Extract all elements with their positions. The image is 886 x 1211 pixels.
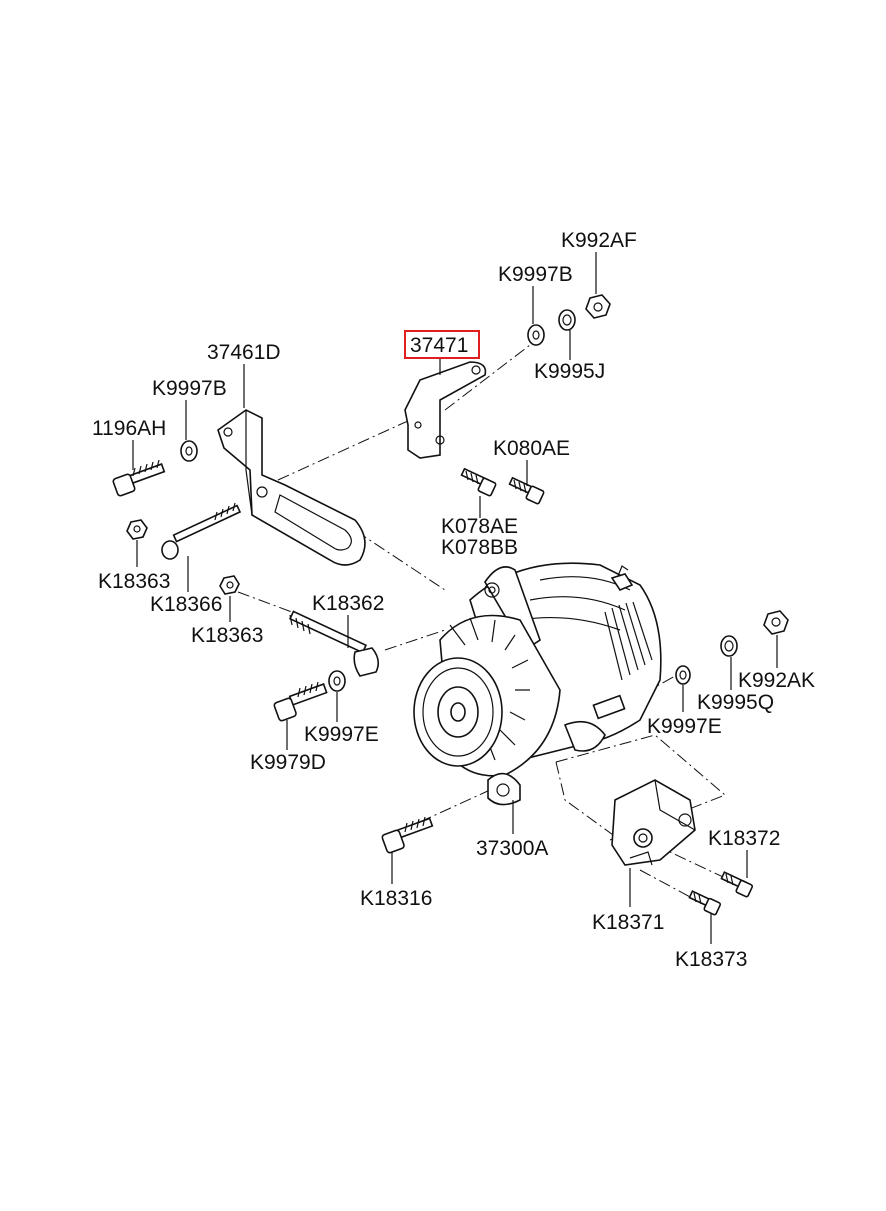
label-k9997b-left[interactable]: K9997B bbox=[152, 377, 227, 400]
label-k992ak[interactable]: K992AK bbox=[738, 669, 815, 692]
leader-lines bbox=[132, 252, 778, 944]
bolt-k18372[interactable] bbox=[720, 871, 754, 898]
label-k078bb[interactable]: K078BB bbox=[441, 536, 518, 559]
highlight-box-37471 bbox=[404, 330, 480, 359]
label-k18366[interactable]: K18366 bbox=[150, 593, 222, 616]
label-k18363-upper[interactable]: K18363 bbox=[98, 570, 170, 593]
part-labels: K992AF K9997B K9995J 37471 37461D K9997B… bbox=[92, 229, 815, 971]
nut-k18363-lower[interactable] bbox=[219, 575, 240, 595]
bolt-k9979d[interactable] bbox=[273, 681, 328, 722]
label-k9979d[interactable]: K9979D bbox=[250, 751, 326, 774]
label-k18371[interactable]: K18371 bbox=[592, 911, 664, 934]
nut-k992ak[interactable] bbox=[763, 610, 789, 635]
label-k9997e-left[interactable]: K9997E bbox=[304, 723, 379, 746]
label-37300a[interactable]: 37300A bbox=[476, 837, 548, 860]
nut-k18363-upper[interactable] bbox=[126, 519, 148, 540]
bolt-k080ae[interactable] bbox=[508, 476, 545, 505]
label-k18373[interactable]: K18373 bbox=[675, 948, 747, 971]
label-37471[interactable]: 37471 bbox=[410, 334, 468, 357]
adjusting-bracket-37461d[interactable] bbox=[217, 409, 366, 566]
bolt-k18316[interactable] bbox=[381, 816, 434, 854]
nut-k992af[interactable] bbox=[585, 294, 611, 319]
label-k080ae[interactable]: K080AE bbox=[493, 437, 570, 460]
label-1196ah[interactable]: 1196AH bbox=[92, 417, 166, 440]
label-k9995q[interactable]: K9995Q bbox=[697, 691, 774, 714]
bolt-k18366[interactable] bbox=[161, 502, 242, 560]
bracket-37471[interactable] bbox=[404, 361, 487, 459]
assembly-guide-lines bbox=[237, 344, 739, 906]
label-k9997e-right[interactable]: K9997E bbox=[647, 715, 722, 738]
washer-k9995q[interactable] bbox=[720, 635, 738, 657]
label-37461d[interactable]: 37461D bbox=[207, 341, 281, 364]
washer-k9995j[interactable] bbox=[558, 309, 576, 331]
label-k18362[interactable]: K18362 bbox=[312, 592, 384, 615]
label-k9995j[interactable]: K9995J bbox=[534, 360, 605, 383]
washer-k9997b-top[interactable] bbox=[527, 324, 545, 346]
washer-k9997b-left[interactable] bbox=[180, 440, 198, 462]
mount-bracket-k18371[interactable] bbox=[611, 779, 696, 866]
label-k992af[interactable]: K992AF bbox=[561, 229, 637, 252]
fan-blades bbox=[449, 617, 530, 761]
label-k18316[interactable]: K18316 bbox=[360, 887, 432, 910]
label-k078ae[interactable]: K078AE bbox=[441, 515, 518, 538]
bolt-k078ae[interactable] bbox=[460, 467, 497, 497]
bolt-k18362[interactable] bbox=[288, 610, 380, 677]
washer-k9997e-right[interactable] bbox=[675, 665, 691, 685]
bolt-k18373[interactable] bbox=[688, 890, 722, 916]
bolt-1196ah[interactable] bbox=[112, 459, 166, 497]
label-k18363-lower[interactable]: K18363 bbox=[191, 624, 263, 647]
washer-k9997e-left[interactable] bbox=[328, 670, 346, 692]
cooling-slots bbox=[604, 601, 653, 681]
label-k9997b-top[interactable]: K9997B bbox=[498, 263, 573, 286]
label-k18372[interactable]: K18372 bbox=[708, 827, 780, 850]
alternator-37300a[interactable] bbox=[413, 562, 662, 806]
